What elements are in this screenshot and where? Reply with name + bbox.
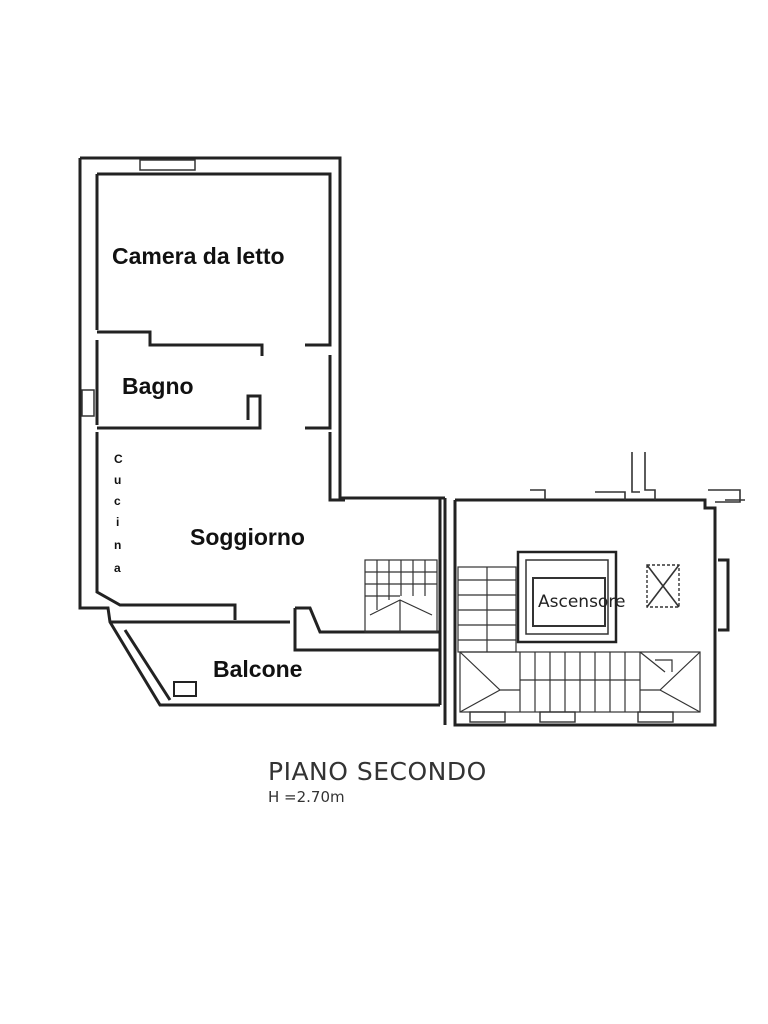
cucina-letter: i — [116, 515, 119, 529]
apartment-walls — [78, 156, 445, 707]
cucina-letter: n — [114, 538, 121, 552]
cucina-letter: c — [114, 494, 121, 508]
building-core — [443, 452, 745, 727]
cucina-letter: a — [114, 561, 121, 575]
apartment-stairs — [364, 559, 438, 633]
room-label-soggiorno: Soggiorno — [190, 524, 305, 550]
room-label-camera: Camera da letto — [112, 243, 285, 269]
plan-title: PIANO SECONDO — [268, 757, 487, 786]
room-label-cucina: C u c i n a — [114, 452, 123, 575]
room-label-ascensore: Ascensore — [538, 592, 625, 612]
plan-height: H =2.70m — [268, 788, 345, 806]
room-label-bagno: Bagno — [122, 373, 194, 399]
cucina-letter: u — [114, 473, 121, 487]
room-label-balcone: Balcone — [213, 656, 302, 682]
cucina-letter: C — [114, 452, 123, 466]
